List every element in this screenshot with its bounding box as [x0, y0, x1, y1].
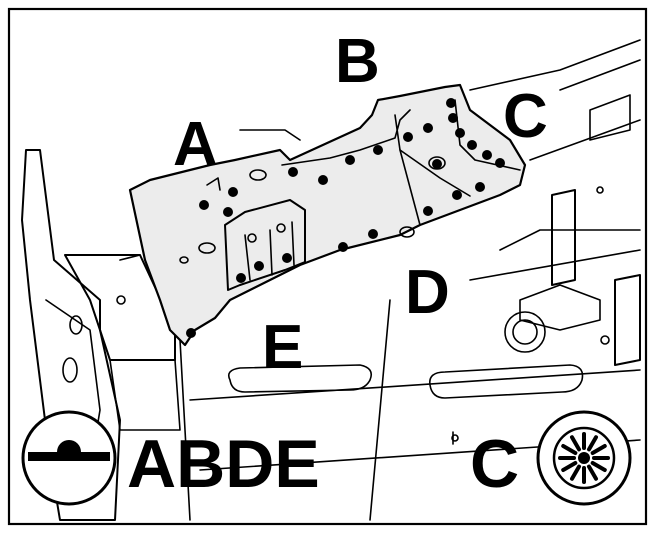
single-side-weld-icon — [21, 410, 117, 506]
diagram-frame — [7, 7, 648, 526]
legend-right-text: C — [470, 426, 519, 502]
burst-ray — [587, 464, 598, 481]
label-c: C — [503, 82, 548, 151]
label-b: B — [335, 27, 380, 96]
legend-left-text: ABDE — [127, 426, 320, 502]
spot-weld-burst-icon — [536, 410, 632, 506]
spot-welds — [186, 98, 505, 338]
burst-ray — [561, 461, 578, 472]
burst-ray — [590, 461, 607, 472]
burst-ray — [590, 444, 607, 455]
label-d: D — [405, 258, 450, 327]
label-e: E — [262, 313, 303, 382]
burst-ray — [570, 435, 581, 452]
burst-ray — [587, 435, 598, 452]
burst-ray — [570, 464, 581, 481]
label-a: A — [173, 110, 218, 179]
burst-ray — [561, 444, 578, 455]
